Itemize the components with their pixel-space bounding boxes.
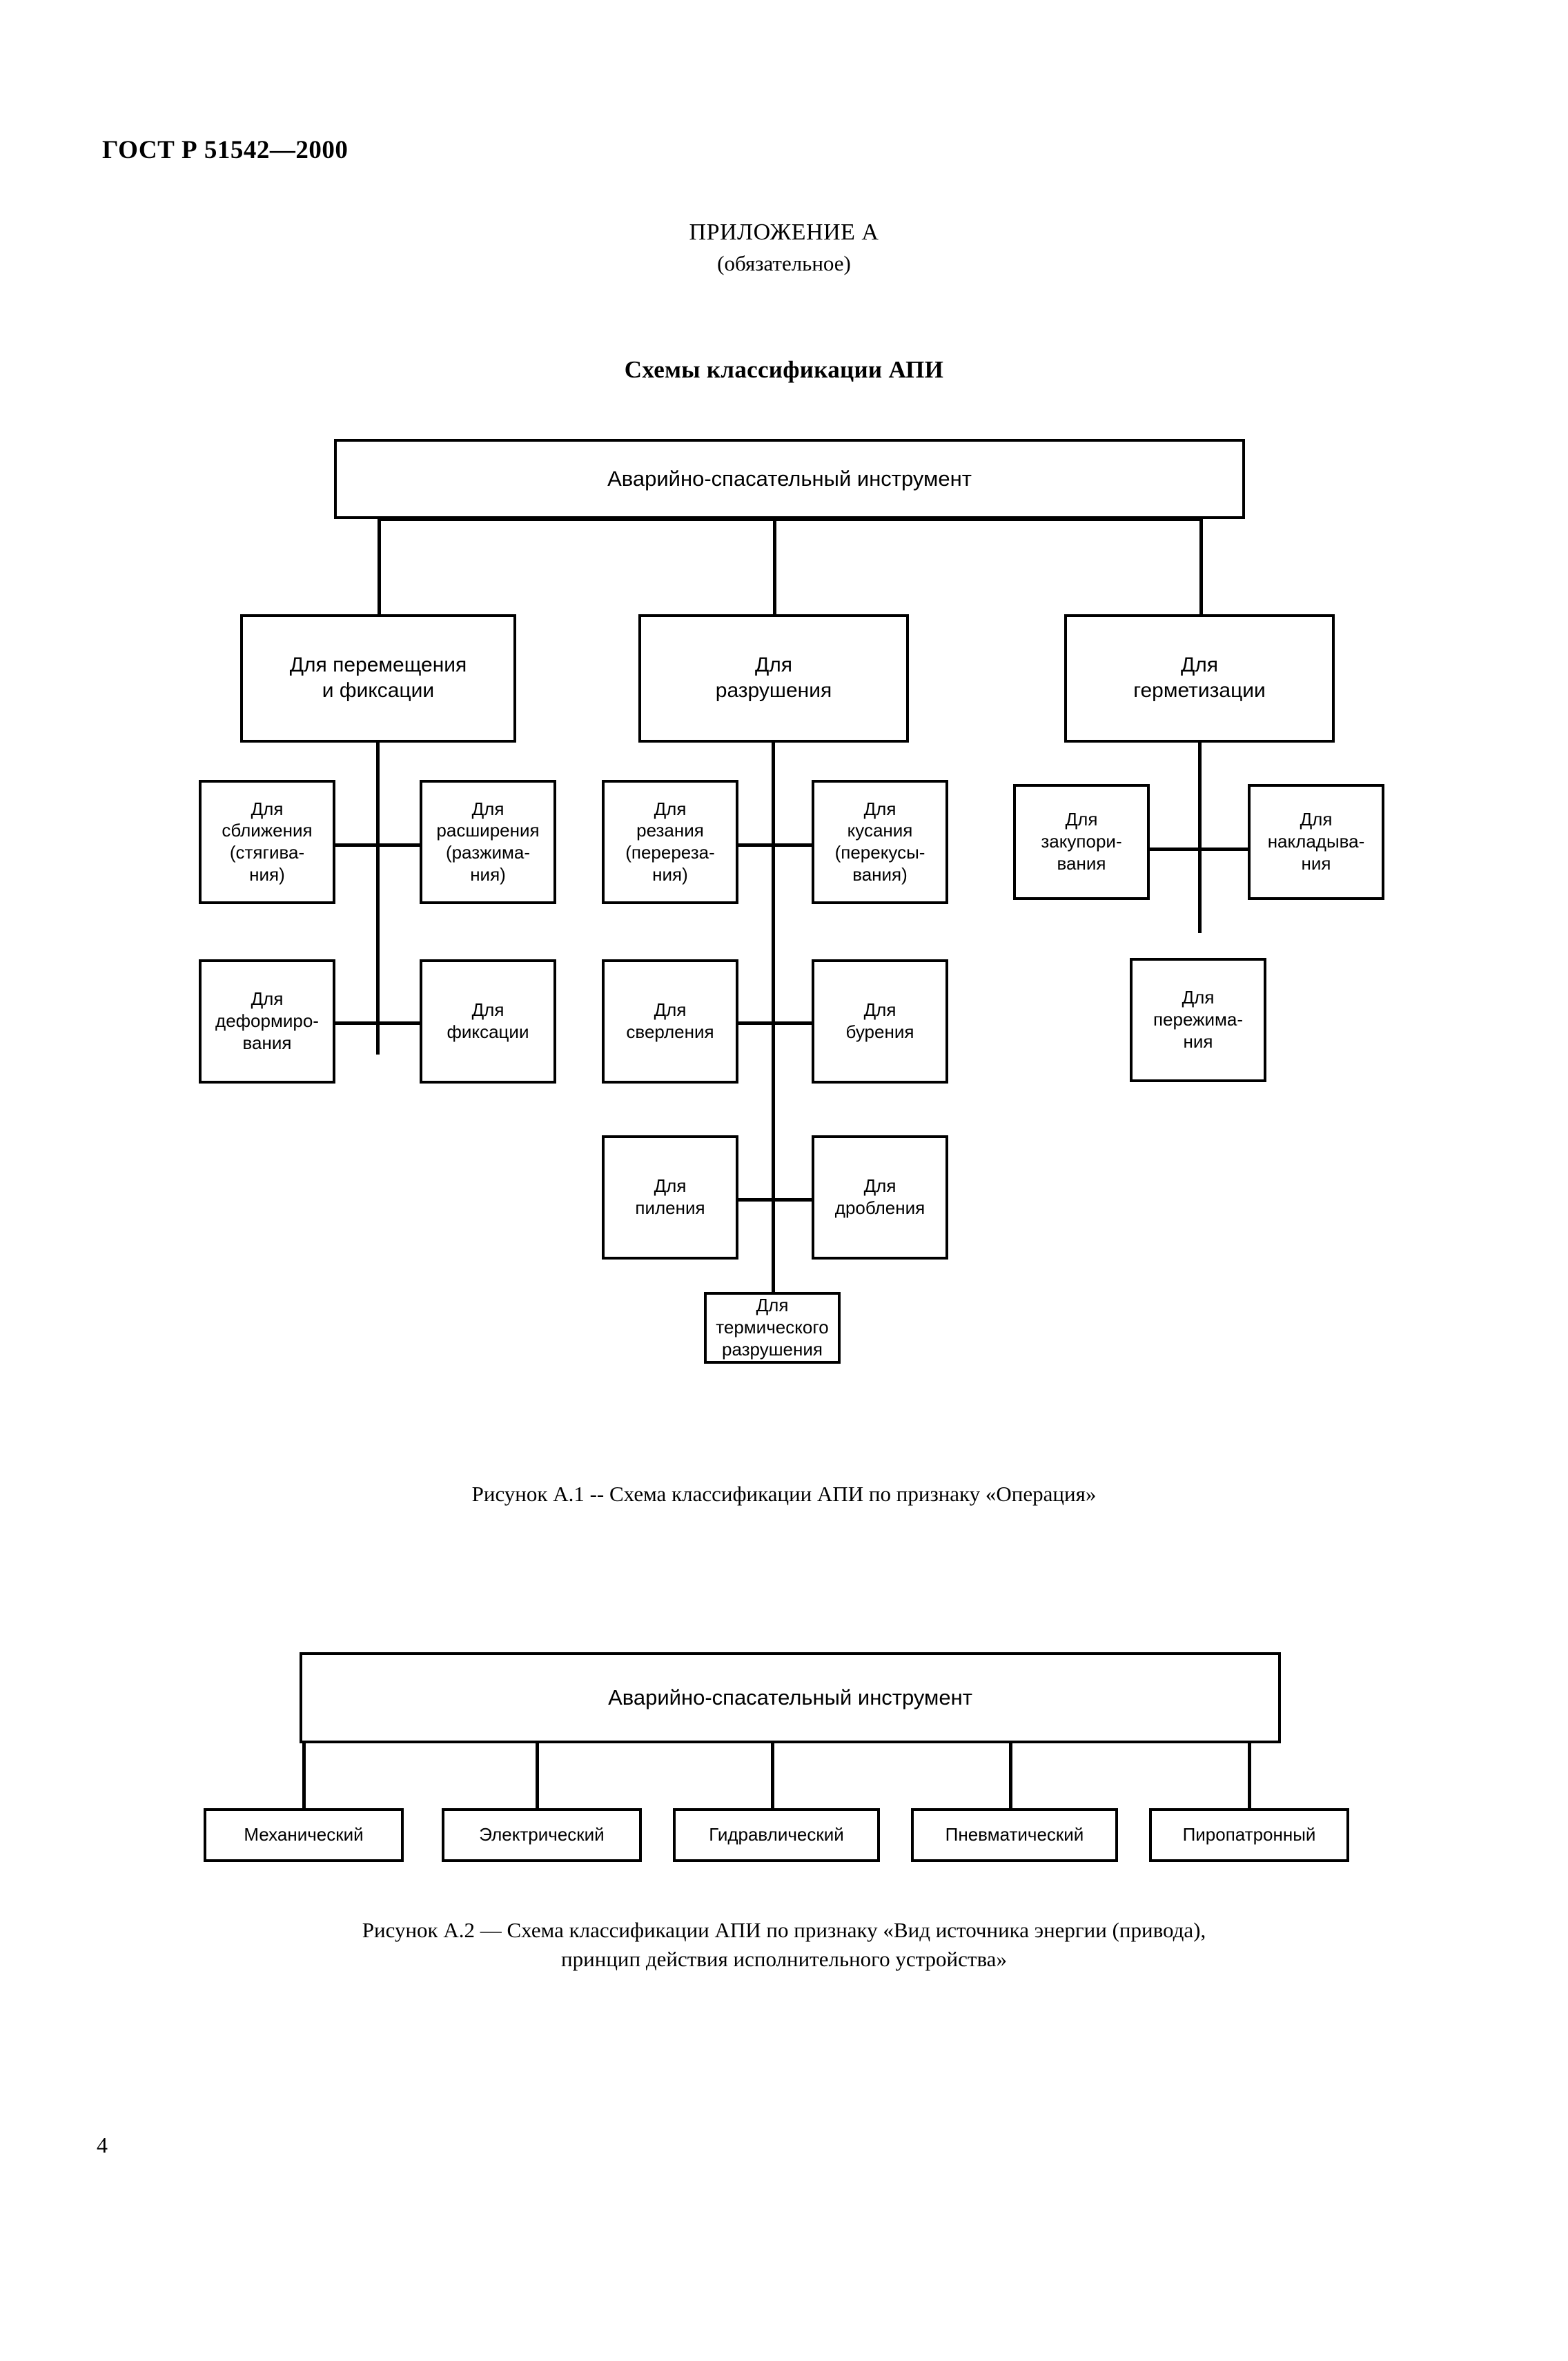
diagram2-drop-4: [1009, 1743, 1012, 1811]
diagram2-item-2: Электрический: [442, 1808, 642, 1862]
diagram1-branch-1-title: Для перемещения и фиксации: [240, 614, 516, 743]
diagram1-branch-3-title: Для герметизации: [1064, 614, 1335, 743]
appendix-subtitle: (обязательное): [717, 251, 851, 275]
diagram2-item-1: Механический: [204, 1808, 404, 1862]
diagram1-branch-2-title: Для разрушения: [638, 614, 909, 743]
diagram1-branch-2-row-1-right: Для кусания (перекусы- вания): [812, 780, 948, 904]
section-title: Схемы классификации АПИ: [624, 356, 944, 383]
diagram1-branch-1-row-1-bar: [335, 843, 421, 847]
document-header: ГОСТ Р 51542—2000: [102, 136, 349, 164]
diagram2-item-4: Пневматический: [911, 1808, 1118, 1862]
diagram1-branch-1-row-1-right: Для расширения (разжима- ния): [420, 780, 556, 904]
diagram1-branch-1-spine: [376, 743, 380, 1055]
diagram1-root-bus: [378, 518, 1202, 521]
diagram1-branch-3-row-1-left: Для закупори- вания: [1013, 784, 1150, 900]
diagram1-branch-2-row-2-right: Для бурения: [812, 959, 948, 1084]
figure-a1-caption: Рисунок А.1 -- Схема классификации АПИ п…: [471, 1482, 1097, 1506]
diagram1-branch-1-row-2-left: Для деформиро- вания: [199, 959, 335, 1084]
diagram1-branch-2-row-1-left: Для резания (перереза- ния): [602, 780, 738, 904]
diagram1-branch-3-row-1-bar: [1150, 848, 1251, 851]
diagram2-drop-2: [536, 1743, 539, 1811]
diagram1-branch-1-row-2-right: Для фиксации: [420, 959, 556, 1084]
diagram1-branch-2-row-3-bar: [738, 1198, 814, 1202]
diagram2-drop-5: [1248, 1743, 1251, 1811]
diagram2-item-5: Пиропатронный: [1149, 1808, 1349, 1862]
diagram2-drop-1: [302, 1743, 306, 1811]
diagram1-branch-2-spine: [772, 743, 775, 1295]
diagram2-item-3: Гидравлический: [673, 1808, 880, 1862]
figure-a2-caption: Рисунок А.2 — Схема классификации АПИ по…: [362, 1918, 1206, 1971]
diagram2-root-node: Аварийно-спасательный инструмент: [300, 1652, 1281, 1743]
diagram1-drop-branch-1: [378, 518, 381, 618]
diagram1-branch-2-row-2-bar: [738, 1021, 814, 1025]
diagram1-branch-2-terminal: Для термического разрушения: [704, 1292, 841, 1364]
diagram1-branch-2-row-3-left: Для пиления: [602, 1135, 738, 1260]
page-number: 4: [97, 2133, 108, 2157]
diagram1-branch-3-spine: [1198, 743, 1202, 933]
diagram1-root-node: Аварийно-спасательный инструмент: [334, 439, 1245, 519]
diagram1-branch-3-row-1-right: Для накладыва- ния: [1248, 784, 1384, 900]
diagram1-branch-2-row-3-right: Для дробления: [812, 1135, 948, 1260]
diagram1-branch-2-row-2-left: Для сверления: [602, 959, 738, 1084]
appendix-title: ПРИЛОЖЕНИЕ А: [689, 219, 879, 245]
diagram1-branch-2-row-1-bar: [738, 843, 814, 847]
diagram1-branch-1-row-2-bar: [335, 1021, 421, 1025]
diagram1-drop-branch-3: [1199, 518, 1203, 618]
diagram2-drop-3: [771, 1743, 774, 1811]
diagram1-drop-branch-2: [773, 518, 776, 618]
diagram1-branch-1-row-1-left: Для сближения (стягива- ния): [199, 780, 335, 904]
diagram1-branch-3-terminal: Для пережима- ния: [1130, 958, 1266, 1082]
